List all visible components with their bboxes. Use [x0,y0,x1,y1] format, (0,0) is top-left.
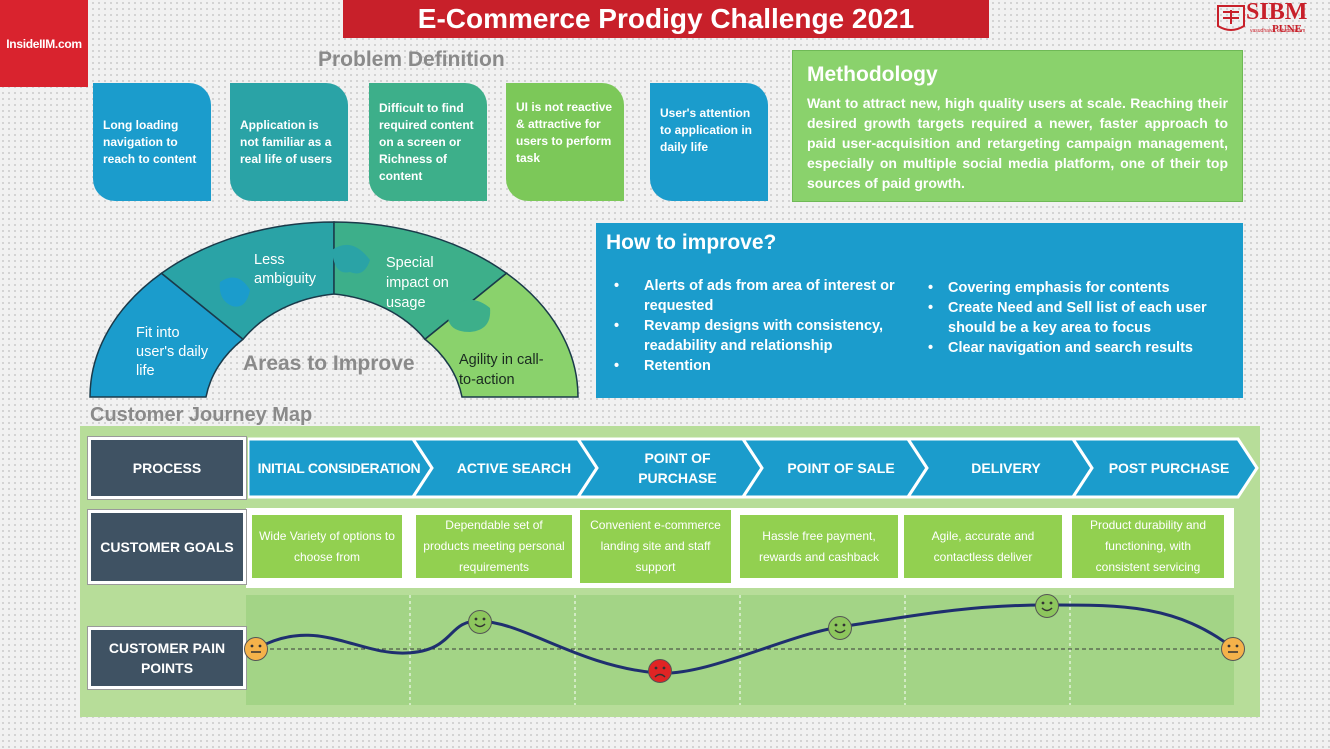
stage-label: POST PURCHASE [1108,460,1230,476]
sentiment-line [255,603,1234,675]
how-to-improve-title: How to improve? [606,231,777,254]
problem-card-text: UI is not reactive & attractive for user… [516,100,613,165]
area-label-special: Special impact on usage [386,255,449,311]
neutral-face-icon [1221,637,1245,661]
sad-face-icon [648,659,672,683]
process-chevrons [248,437,1259,499]
methodology-text: Want to attract new, high quality users … [807,95,1228,191]
problem-card-5: User's attention to application in daily… [650,83,768,201]
goal-card: Convenient e-commerce landing site and s… [580,510,731,583]
neutral-face-icon [244,637,268,661]
area-label-agility: Agility in call-to-action [459,352,544,388]
stage-chevron [1070,437,1259,499]
sibm-logo-tagline: vasudhaiva kutumbakam [1250,28,1306,34]
problem-card-text: User's attention to application in daily… [660,106,752,154]
happy-face-icon [1035,594,1059,618]
insideiim-logo: InsideIIM.com [0,0,88,87]
sibm-logo: SIBM PUNE vasudhaiva kutumbakam [1214,0,1330,38]
stage-label: POINT OF SALE [787,460,895,476]
improve-bullet: •Revamp designs with consistency, readab… [614,318,884,354]
goal-card: Product durability and functioning, with… [1072,515,1224,578]
goal-card: Agile, accurate and contactless deliver [904,515,1062,578]
happy-face-icon [828,616,852,640]
sibm-logo-sub: PUNE [1272,23,1302,35]
arc-segment-fit [89,272,245,398]
goal-card: Wide Variety of options to choose from [252,515,402,578]
areas-arc-diagram [89,221,579,398]
areas-to-improve-title: Areas to Improve [243,352,415,375]
how-to-improve-panel: How to improve? •Alerts of ads from area… [596,223,1243,398]
customer-pain-points-label: CUSTOMER PAIN POINTS [87,626,247,690]
arc-segment-agility [423,272,579,398]
improve-bullet: •Clear navigation and search results [928,340,1193,356]
journey-map-title: Customer Journey Map [90,404,313,426]
page-title: E-Commerce Prodigy Challenge 2021 [343,0,989,38]
stage-label: INITIAL CONSIDERATION [257,460,421,476]
area-label-ambiguity: Less ambiguity [254,252,317,287]
stage-label: POINT OF PURCHASE [638,450,717,486]
improve-bullet: •Covering emphasis for contents [928,280,1170,296]
process-label: PROCESS [87,436,247,500]
problem-card-1: Long loading navigation to reach to cont… [93,83,211,201]
problem-definition-title: Problem Definition [318,48,505,71]
stage-label: DELIVERY [971,460,1041,476]
problem-card-2: Application is not familiar as a real li… [230,83,348,201]
arc-connector-shape [447,299,491,332]
arc-connector-shape [332,244,370,274]
problem-card-text: Long loading navigation to reach to cont… [103,117,197,166]
customer-goals-label: CUSTOMER GOALS [87,509,247,585]
methodology-panel: Methodology Want to attract new, high qu… [792,50,1243,202]
area-label-fit: Fit into user's daily life [136,325,209,379]
improve-bullet: •Create Need and Sell list of each user … [928,300,1207,336]
stage-label: ACTIVE SEARCH [456,460,572,476]
sibm-logo-text: SIBM [1246,0,1308,25]
problem-card-text: Application is not familiar as a real li… [240,117,333,166]
sibm-emblem-icon [1217,5,1245,31]
pain-points-curve [255,595,1234,705]
improve-bullet: •Alerts of ads from area of interest or … [614,278,895,314]
problem-card-4: UI is not reactive & attractive for user… [506,83,624,201]
goal-card: Dependable set of products meeting perso… [416,515,572,578]
improve-bullet: •Retention [614,358,711,374]
happy-face-icon [468,610,492,634]
problem-card-text: Difficult to find required content on a … [379,100,474,183]
problem-card-3: Difficult to find required content on a … [369,83,487,201]
arc-connector-shape [219,277,250,307]
methodology-title: Methodology [807,63,938,86]
goal-card: Hassle free payment, rewards and cashbac… [740,515,898,578]
